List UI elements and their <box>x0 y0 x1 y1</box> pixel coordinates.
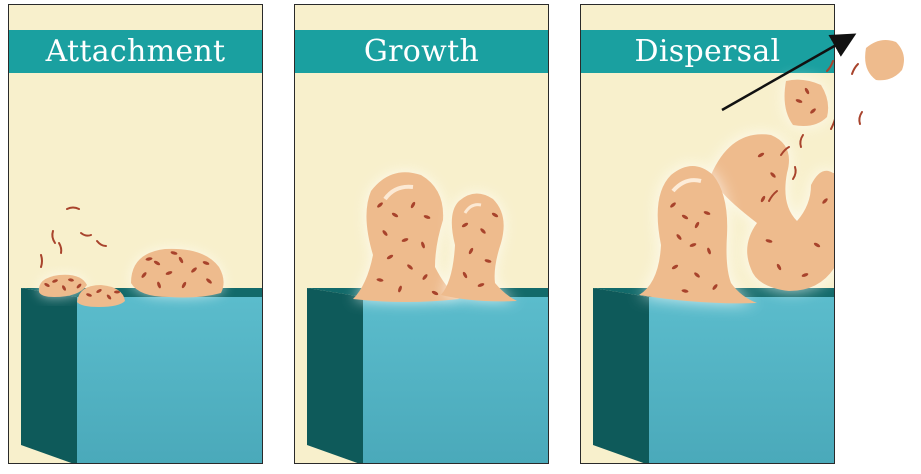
surface-block <box>307 288 549 464</box>
stage-title-growth: Growth <box>295 30 548 73</box>
stage-title-attachment: Attachment <box>9 30 262 73</box>
attachment-panel: Attachment <box>8 4 263 464</box>
mature-biofilm <box>639 80 835 304</box>
detached-clump <box>865 40 904 80</box>
stage-title-dispersal: Dispersal <box>581 30 834 73</box>
free-bacteria <box>41 208 106 268</box>
dispersal-panel: Dispersal <box>580 4 835 464</box>
growing-colonies <box>353 172 517 302</box>
escaping-bacteria <box>852 64 862 124</box>
surface-block <box>593 288 835 464</box>
surface-block <box>21 288 263 464</box>
growth-panel: Growth <box>294 4 549 464</box>
